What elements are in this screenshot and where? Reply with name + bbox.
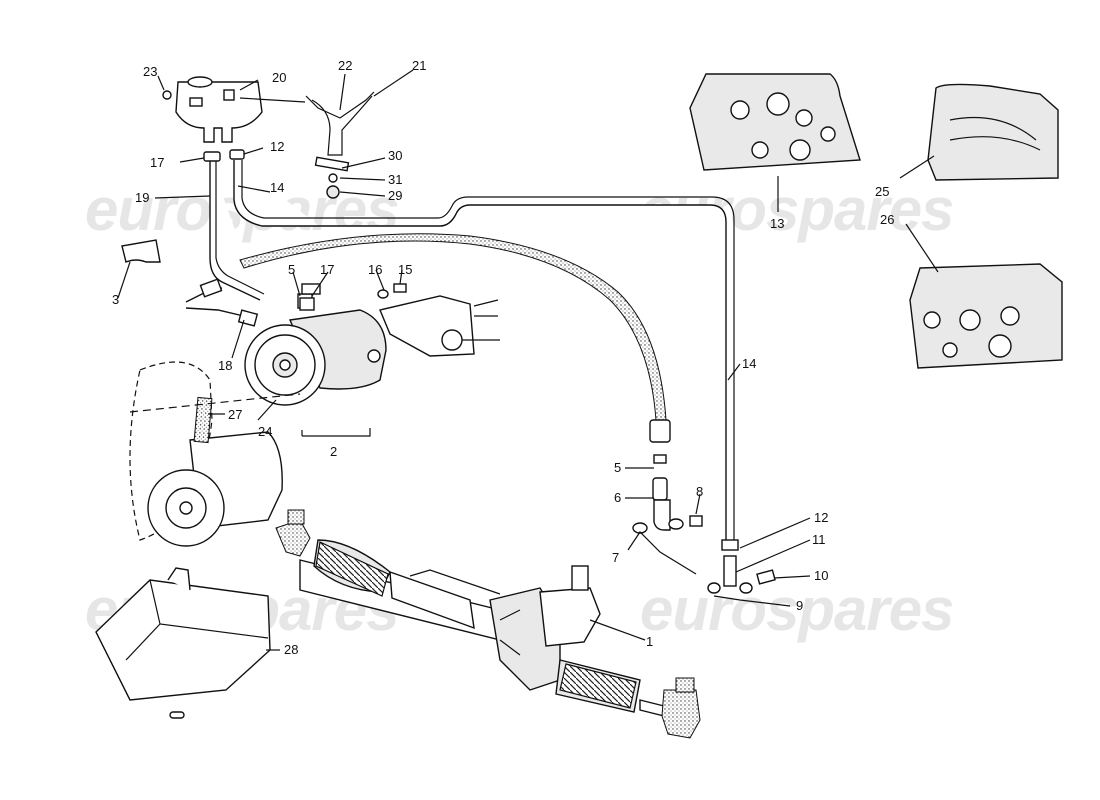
- callout-12-top: 12: [270, 139, 284, 154]
- pump-pipe: [185, 278, 259, 327]
- callout-15: 15: [398, 262, 412, 277]
- callout-3: 3: [112, 292, 119, 307]
- leader-lines: [117, 69, 939, 651]
- power-steering-pump: [244, 283, 387, 406]
- callout-30: 30: [388, 148, 402, 163]
- compressor: [129, 361, 301, 547]
- callout-28: 28: [284, 642, 298, 657]
- callout-labels: 23 20 22 21 17 12 30 19 14 31 29 13 25 2…: [112, 58, 894, 657]
- callout-6: 6: [614, 490, 621, 505]
- return-pipe-fittings: [707, 539, 776, 594]
- callout-14-top: 14: [270, 180, 284, 195]
- callout-7: 7: [612, 550, 619, 565]
- hose-clamp: [121, 239, 161, 263]
- kit-bag-26: [909, 263, 1063, 369]
- callout-14-right: 14: [742, 356, 756, 371]
- callout-20: 20: [272, 70, 286, 85]
- kit-bag-25: [927, 83, 1059, 181]
- callout-9: 9: [796, 598, 803, 613]
- callout-2: 2: [330, 444, 337, 459]
- callout-11: 11: [812, 532, 826, 547]
- callout-21: 21: [412, 58, 426, 73]
- fluid-reservoir: [162, 76, 263, 143]
- callout-29: 29: [388, 188, 402, 203]
- callout-31: 31: [388, 172, 402, 187]
- watermark-bottom-right: eurospares: [640, 576, 954, 643]
- pump-mount-bracket: [299, 283, 500, 357]
- callout-23: 23: [143, 64, 157, 79]
- callout-26: 26: [880, 212, 894, 227]
- callout-17-mid: 17: [320, 262, 334, 277]
- heat-shield: [95, 567, 271, 719]
- callout-17-top: 17: [150, 155, 164, 170]
- pressure-hose: [239, 233, 703, 534]
- callout-18: 18: [218, 358, 232, 373]
- steering-rack: [275, 509, 701, 739]
- callout-13: 13: [770, 216, 784, 231]
- callout-12-bottom: 12: [814, 510, 828, 525]
- callout-5-bottom: 5: [614, 460, 621, 475]
- callout-5-top: 5: [288, 262, 295, 277]
- callout-19: 19: [135, 190, 149, 205]
- callout-10: 10: [814, 568, 828, 583]
- callout-8: 8: [696, 484, 703, 499]
- callout-1: 1: [646, 634, 653, 649]
- callout-25: 25: [875, 184, 889, 199]
- callout-24: 24: [258, 424, 272, 439]
- kit-bag-13: [689, 73, 861, 171]
- callout-16: 16: [368, 262, 382, 277]
- callout-22: 22: [338, 58, 352, 73]
- callout-27: 27: [228, 407, 242, 422]
